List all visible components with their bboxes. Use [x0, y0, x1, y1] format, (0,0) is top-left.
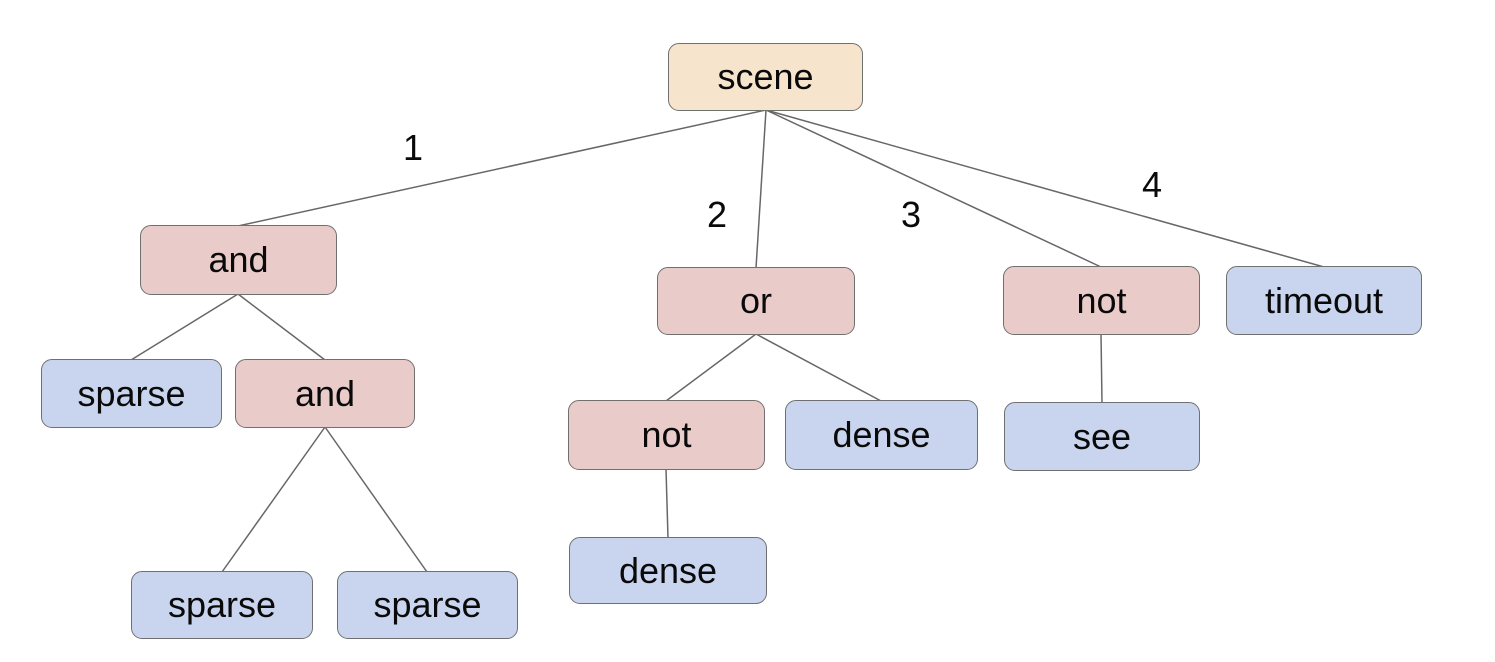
edge-not-to-see-line: [1100, 333, 1103, 404]
node-and-2: and: [235, 359, 415, 428]
node-sparse-2: sparse: [131, 571, 313, 639]
edge-scene-to-and-line: [237, 109, 767, 227]
node-not-2: not: [568, 400, 765, 470]
edge-scene-to-timeout-line: [765, 109, 1325, 268]
node-see: see: [1004, 402, 1200, 471]
edge-and2-to-sparse-line: [221, 426, 326, 573]
node-or: or: [657, 267, 855, 335]
edge-not2-to-dense-line: [665, 468, 669, 539]
edge-label-3: 3: [900, 194, 922, 235]
edge-scene-to-not-line: [765, 109, 1102, 268]
node-sparse-3: sparse: [337, 571, 518, 639]
node-timeout: timeout: [1226, 266, 1422, 335]
edge-and-to-sparse-line: [130, 293, 239, 361]
node-and: and: [140, 225, 337, 295]
edge-or-to-not-line: [665, 333, 757, 402]
node-scene: scene: [668, 43, 863, 111]
node-dense-1: dense: [785, 400, 978, 470]
edge-or-to-dense-line: [755, 333, 882, 402]
edge-and-to-and-line: [237, 293, 326, 361]
edge-label-1: 1: [402, 127, 424, 168]
edge-label-4: 4: [1141, 164, 1163, 205]
edge-label-2: 2: [706, 194, 728, 235]
node-not: not: [1003, 266, 1200, 335]
edge-scene-to-or-line: [755, 109, 767, 269]
edge-and2-to-sparse2-line: [324, 426, 428, 573]
node-sparse-1: sparse: [41, 359, 222, 428]
node-dense-2: dense: [569, 537, 767, 604]
